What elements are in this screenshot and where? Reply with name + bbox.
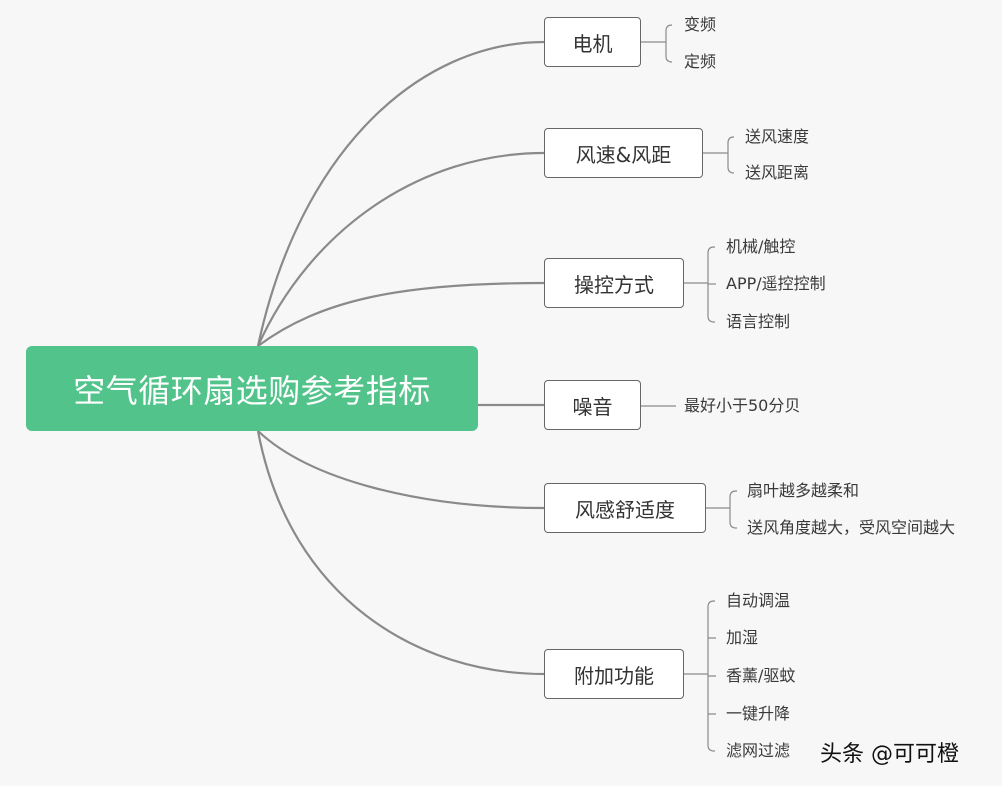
branch-noise: 噪音 [544, 380, 641, 430]
leaf-wider-angle: 送风角度越大，受风空间越大 [747, 518, 956, 537]
branch-control-method: 操控方式 [544, 258, 684, 308]
branch-extra-features: 附加功能 [544, 649, 684, 699]
leaf-filter: 滤网过滤 [726, 741, 791, 760]
root-topic: 空气循环扇选购参考指标 [26, 346, 478, 431]
leaf-app-remote: APP/遥控控制 [726, 274, 826, 293]
branch-motor: 电机 [544, 17, 641, 67]
branch-wind-speed-distance: 风速&风距 [544, 128, 703, 178]
bracket-comfort [706, 490, 737, 529]
link-root-motor [256, 40, 545, 347]
leaf-fixed-frequency: 定频 [684, 52, 717, 71]
leaf-auto-temperature: 自动调温 [726, 591, 791, 610]
leaf-voice-control: 语言控制 [726, 312, 791, 331]
leaf-more-blades: 扇叶越多越柔和 [747, 481, 860, 500]
leaf-under-50db: 最好小于50分贝 [684, 396, 801, 415]
leaf-mechanical-touch: 机械/触控 [726, 237, 796, 256]
leaf-wind-distance: 送风距离 [745, 163, 810, 182]
leaf-humidify: 加湿 [726, 628, 759, 647]
leaf-variable-frequency: 变频 [684, 15, 717, 34]
watermark: 头条 @可可橙 [820, 742, 959, 767]
leaf-wind-speed: 送风速度 [745, 127, 810, 146]
branch-wind-comfort: 风感舒适度 [544, 483, 706, 533]
bracket-wind-speed [703, 136, 735, 174]
tick-extra-mid [708, 637, 716, 715]
leaf-one-key-lift: 一键升降 [726, 704, 791, 723]
bracket-motor [641, 24, 673, 63]
link-root-extra [256, 430, 545, 676]
link-root-control [257, 281, 545, 347]
link-root-comfort [257, 430, 545, 510]
link-root-wind-speed [256, 151, 545, 347]
leaf-aroma-mosquito: 香薰/驱蚊 [726, 666, 796, 685]
